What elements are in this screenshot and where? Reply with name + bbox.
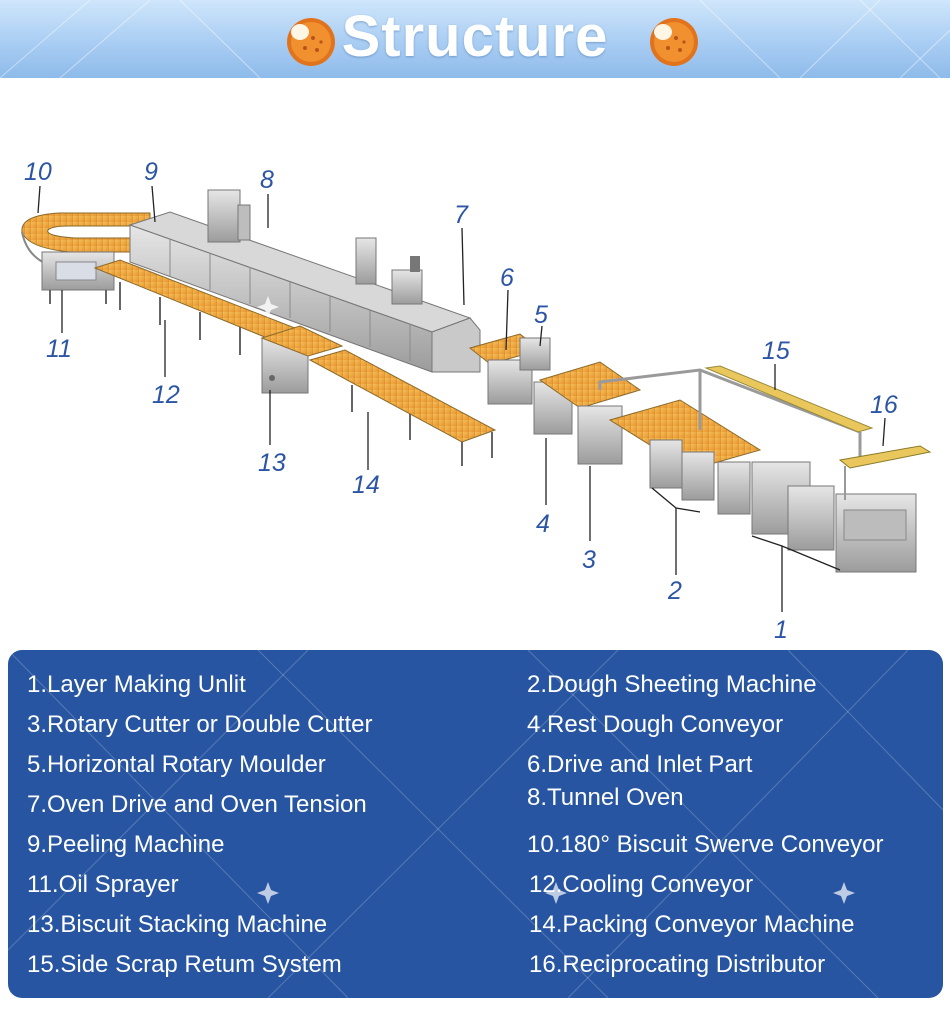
callout-15: 15 <box>762 337 790 365</box>
cookie-icon <box>650 18 698 66</box>
callout-1: 1 <box>774 616 788 644</box>
legend-item-16: 16.Reciprocating Distributor <box>529 951 826 978</box>
legend-item-5: 5.Horizontal Rotary Moulder <box>27 751 326 778</box>
reciprocating-distributor <box>838 445 932 500</box>
oil-sprayer <box>41 251 115 304</box>
production-line-diagram <box>21 185 932 612</box>
callout-4: 4 <box>536 510 550 538</box>
callout-10: 10 <box>24 158 52 186</box>
callout-6: 6 <box>500 264 514 292</box>
legend-item-2: 2.Dough Sheeting Machine <box>527 671 817 698</box>
callout-14: 14 <box>352 471 380 499</box>
callout-11: 11 <box>46 335 72 363</box>
legend-item-7: 7.Oven Drive and Oven Tension <box>27 791 367 818</box>
page-title: Structure <box>341 4 609 69</box>
legend-item-6: 6.Drive and Inlet Part <box>527 751 753 778</box>
legend-item-8: 8.Tunnel Oven <box>527 784 684 811</box>
legend-panel: 1.Layer Making Unlit 2.Dough Sheeting Ma… <box>8 650 943 998</box>
callout-7: 7 <box>454 201 468 229</box>
callout-5: 5 <box>534 301 548 329</box>
rotary-moulder <box>468 333 551 405</box>
callout-13: 13 <box>258 449 286 477</box>
legend-item-12: 12.Cooling Conveyor <box>529 871 754 898</box>
leader-lines <box>37 185 886 612</box>
legend-item-9: 9.Peeling Machine <box>27 831 225 858</box>
side-scrap-return-system <box>598 365 874 460</box>
cookie-icon <box>287 18 335 66</box>
legend-item-1: 1.Layer Making Unlit <box>27 671 246 698</box>
tunnel-oven <box>128 189 481 373</box>
header-banner: Structure <box>0 0 950 78</box>
callout-12: 12 <box>152 381 180 409</box>
sparkle-decoration <box>257 296 279 318</box>
banner-decoration <box>0 0 950 78</box>
rotary-cutter <box>533 361 642 465</box>
packing-conveyor <box>308 349 497 466</box>
callout-2: 2 <box>668 577 682 605</box>
dough-sheeting-machine <box>608 399 762 515</box>
biscuit-stacking-machine <box>260 325 344 394</box>
legend-item-13: 13.Biscuit Stacking Machine <box>27 911 328 938</box>
callout-9: 9 <box>144 158 158 186</box>
legend-item-4: 4.Rest Dough Conveyor <box>527 711 784 738</box>
legend-item-3: 3.Rotary Cutter or Double Cutter <box>27 711 373 738</box>
callout-8: 8 <box>260 166 274 194</box>
callout-3: 3 <box>582 546 596 574</box>
legend-item-14: 14.Packing Conveyor Machine <box>529 911 855 938</box>
panel-decoration <box>8 650 943 998</box>
legend-item-15: 15.Side Scrap Retum System <box>27 951 342 978</box>
legend-item-10: 10.180° Biscuit Swerve Conveyor <box>527 831 884 858</box>
layer-making-unit <box>751 461 917 573</box>
callout-16: 16 <box>870 391 898 419</box>
legend-item-11: 11.Oil Sprayer <box>27 871 179 898</box>
